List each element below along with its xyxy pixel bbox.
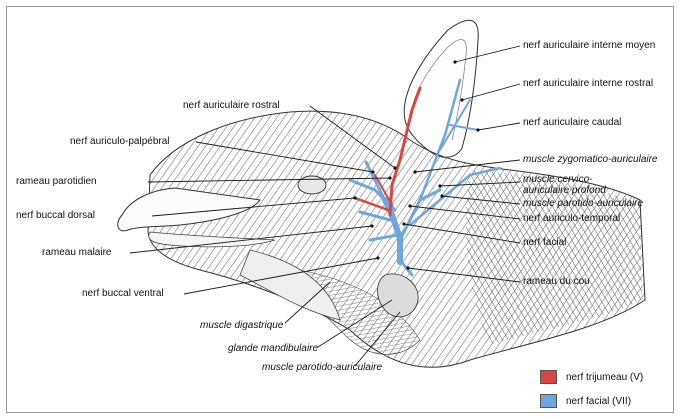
label-auriculo-temporal: nerf auriculo-temporal bbox=[523, 213, 620, 224]
label-auriculo-palpebral: nerf auriculo-palpébral bbox=[70, 136, 170, 147]
label-rameau-parotidien: rameau parotidien bbox=[16, 176, 97, 187]
label-aur-int-moyen: nerf auriculaire interne moyen bbox=[523, 40, 655, 51]
legend-swatch-trigeminal bbox=[540, 370, 557, 384]
label-parotido-bottom: muscle parotido-auriculaire bbox=[262, 362, 382, 373]
label-rameau-cou: rameau du cou bbox=[523, 276, 590, 287]
label-buccal-dorsal: nerf buccal dorsal bbox=[16, 210, 95, 221]
legend-swatch-facial bbox=[540, 394, 557, 408]
label-rameau-malaire: rameau malaire bbox=[42, 247, 111, 258]
label-buccal-ventral: nerf buccal ventral bbox=[82, 288, 164, 299]
label-parotido-right: muscle parotido-auriculaire bbox=[523, 198, 643, 209]
label-glande: glande mandibulaire bbox=[228, 343, 318, 354]
label-digastrique: muscle digastrique bbox=[200, 320, 283, 331]
legend-label-trigeminal: nerf trijumeau (V) bbox=[566, 372, 643, 383]
label-aur-caudal: nerf auriculaire caudal bbox=[523, 117, 621, 128]
label-zygomatico: muscle zygomatico-auriculaire bbox=[523, 154, 658, 165]
label-facial: nerf facial bbox=[523, 237, 566, 248]
label-aur-int-rostral: nerf auriculaire interne rostral bbox=[523, 78, 653, 89]
neck-muscles bbox=[466, 170, 642, 345]
label-aur-rostral: nerf auriculaire rostral bbox=[183, 100, 280, 111]
ear-outline bbox=[404, 20, 478, 157]
label-cervico: muscle cervico- auriculaire profond bbox=[523, 174, 606, 196]
legend-label-facial: nerf facial (VII) bbox=[566, 396, 631, 407]
